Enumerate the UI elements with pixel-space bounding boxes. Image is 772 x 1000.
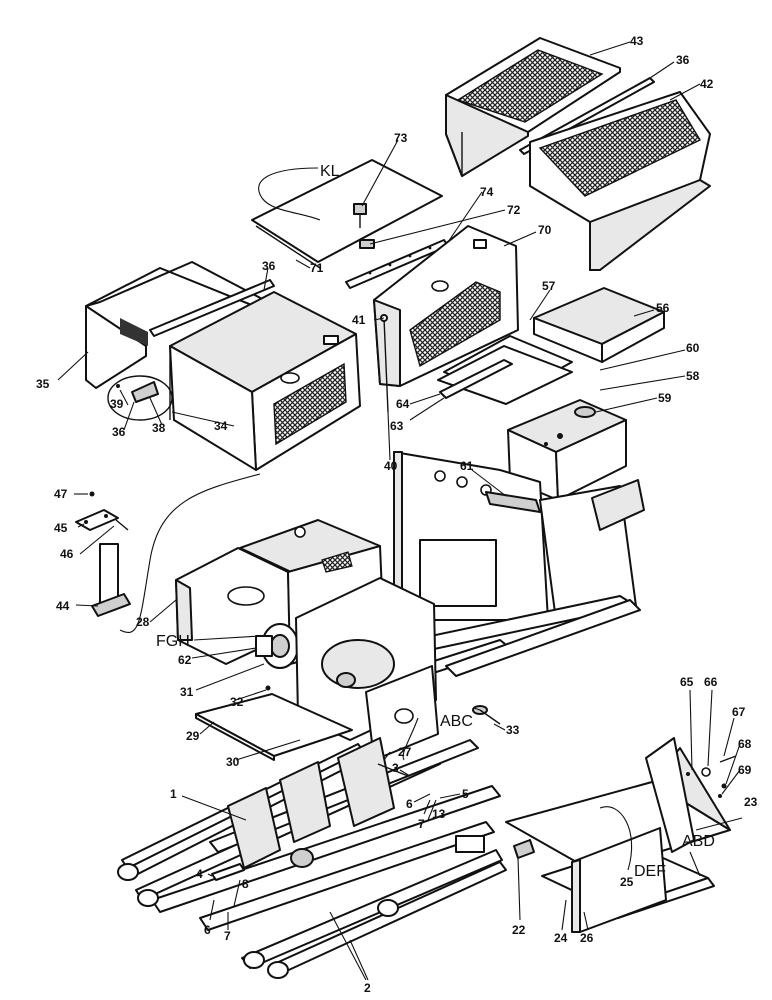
- chassis-body: [311, 451, 645, 711]
- label-1: 1: [170, 787, 177, 801]
- label-32: 32: [230, 695, 244, 709]
- label-73: 73: [394, 131, 408, 145]
- label-44: 44: [56, 599, 70, 613]
- label-62: 62: [178, 653, 192, 667]
- label-6-lower: 6: [204, 923, 211, 937]
- label-71: 71: [310, 261, 324, 275]
- code-abd: ABD: [682, 833, 715, 850]
- label-29: 29: [186, 729, 200, 743]
- part-63-strip: [439, 359, 513, 399]
- label-7-upper: 7: [418, 817, 425, 831]
- part-72-latch: [359, 239, 375, 249]
- part-64-gasket: [437, 345, 573, 405]
- label-58: 58: [686, 369, 700, 383]
- part-34-hood: [169, 291, 361, 471]
- label-27: 27: [398, 745, 412, 759]
- label-39: 39: [110, 397, 124, 411]
- label-31: 31: [180, 685, 194, 699]
- label-45: 45: [54, 521, 68, 535]
- label-36-mid: 36: [262, 259, 276, 273]
- label-22: 22: [512, 923, 526, 937]
- part-labels: 43 36 42 73 74 72 70 36 71 57 56 41 60 5…: [36, 34, 758, 995]
- reference-codes: KL FGH ABC ABD DEF: [156, 163, 715, 880]
- label-57: 57: [542, 279, 556, 293]
- label-2: 2: [364, 981, 371, 995]
- part-3-shaft: [377, 763, 409, 777]
- part-23-tray-frame: [505, 737, 731, 873]
- part-26-panel: [571, 827, 667, 933]
- label-36-lower: 36: [112, 425, 126, 439]
- part-29-bottom-plate: [195, 693, 353, 761]
- label-64: 64: [396, 397, 410, 411]
- label-47: 47: [54, 487, 68, 501]
- label-56: 56: [656, 301, 670, 315]
- label-5: 5: [462, 787, 469, 801]
- label-34: 34: [214, 419, 228, 433]
- label-65: 65: [680, 675, 694, 689]
- label-7-lower: 7: [224, 929, 231, 943]
- code-abc: ABC: [440, 713, 473, 730]
- label-72: 72: [507, 203, 521, 217]
- label-60: 60: [686, 341, 700, 355]
- part-59-filler-cap: [574, 406, 596, 418]
- label-28: 28: [136, 615, 150, 629]
- part-1-lower-frame: [117, 737, 507, 979]
- part-4-bar: [211, 863, 245, 881]
- part-31-motor: [255, 623, 299, 669]
- label-35: 35: [36, 377, 50, 391]
- label-63: 63: [390, 419, 404, 433]
- code-kl: KL: [320, 163, 340, 180]
- label-8: 8: [242, 877, 249, 891]
- parts-65-69-hardware: [686, 755, 737, 798]
- part-56-cover: [533, 287, 665, 363]
- part-73-knob: [353, 203, 367, 228]
- label-36-upper: 36: [676, 53, 690, 67]
- label-25: 25: [620, 875, 634, 889]
- label-33: 33: [506, 723, 520, 737]
- label-3: 3: [392, 761, 399, 775]
- leader-lines: [57, 41, 743, 981]
- label-69: 69: [738, 763, 752, 777]
- label-41: 41: [352, 313, 366, 327]
- label-26: 26: [580, 931, 594, 945]
- part-33-fastener: [472, 705, 501, 725]
- label-46: 46: [60, 547, 74, 561]
- label-23: 23: [744, 795, 758, 809]
- label-74: 74: [480, 185, 494, 199]
- part-44-support-tube: [91, 543, 131, 617]
- label-42: 42: [700, 77, 714, 91]
- label-4: 4: [196, 867, 203, 881]
- part-27-plate: [365, 665, 439, 761]
- label-67: 67: [732, 705, 746, 719]
- part-70-front-panel: [373, 225, 519, 387]
- label-59: 59: [658, 391, 672, 405]
- code-def: DEF: [634, 863, 666, 880]
- label-61: 61: [460, 459, 474, 473]
- part-46-bolt: [115, 519, 129, 531]
- part-22-rail: [513, 839, 535, 859]
- label-6-upper: 6: [406, 797, 413, 811]
- hood-latch-detail: [107, 375, 173, 421]
- label-13: 13: [432, 807, 446, 821]
- part-43-grille-panel: [445, 37, 621, 177]
- part-42-screen-housing: [529, 91, 711, 271]
- label-43: 43: [630, 34, 644, 48]
- label-70: 70: [538, 223, 552, 237]
- code-fgh: FGH: [156, 633, 190, 650]
- label-68: 68: [738, 737, 752, 751]
- part-32-screw: [265, 685, 271, 691]
- part-45-plate: [75, 509, 119, 531]
- label-38: 38: [152, 421, 166, 435]
- label-30: 30: [226, 755, 240, 769]
- part-47-screw: [89, 491, 95, 497]
- label-66: 66: [704, 675, 718, 689]
- label-40: 40: [384, 459, 398, 473]
- part-71-lid: [251, 159, 443, 269]
- part-36-rod-left: [149, 279, 275, 337]
- label-24: 24: [554, 931, 568, 945]
